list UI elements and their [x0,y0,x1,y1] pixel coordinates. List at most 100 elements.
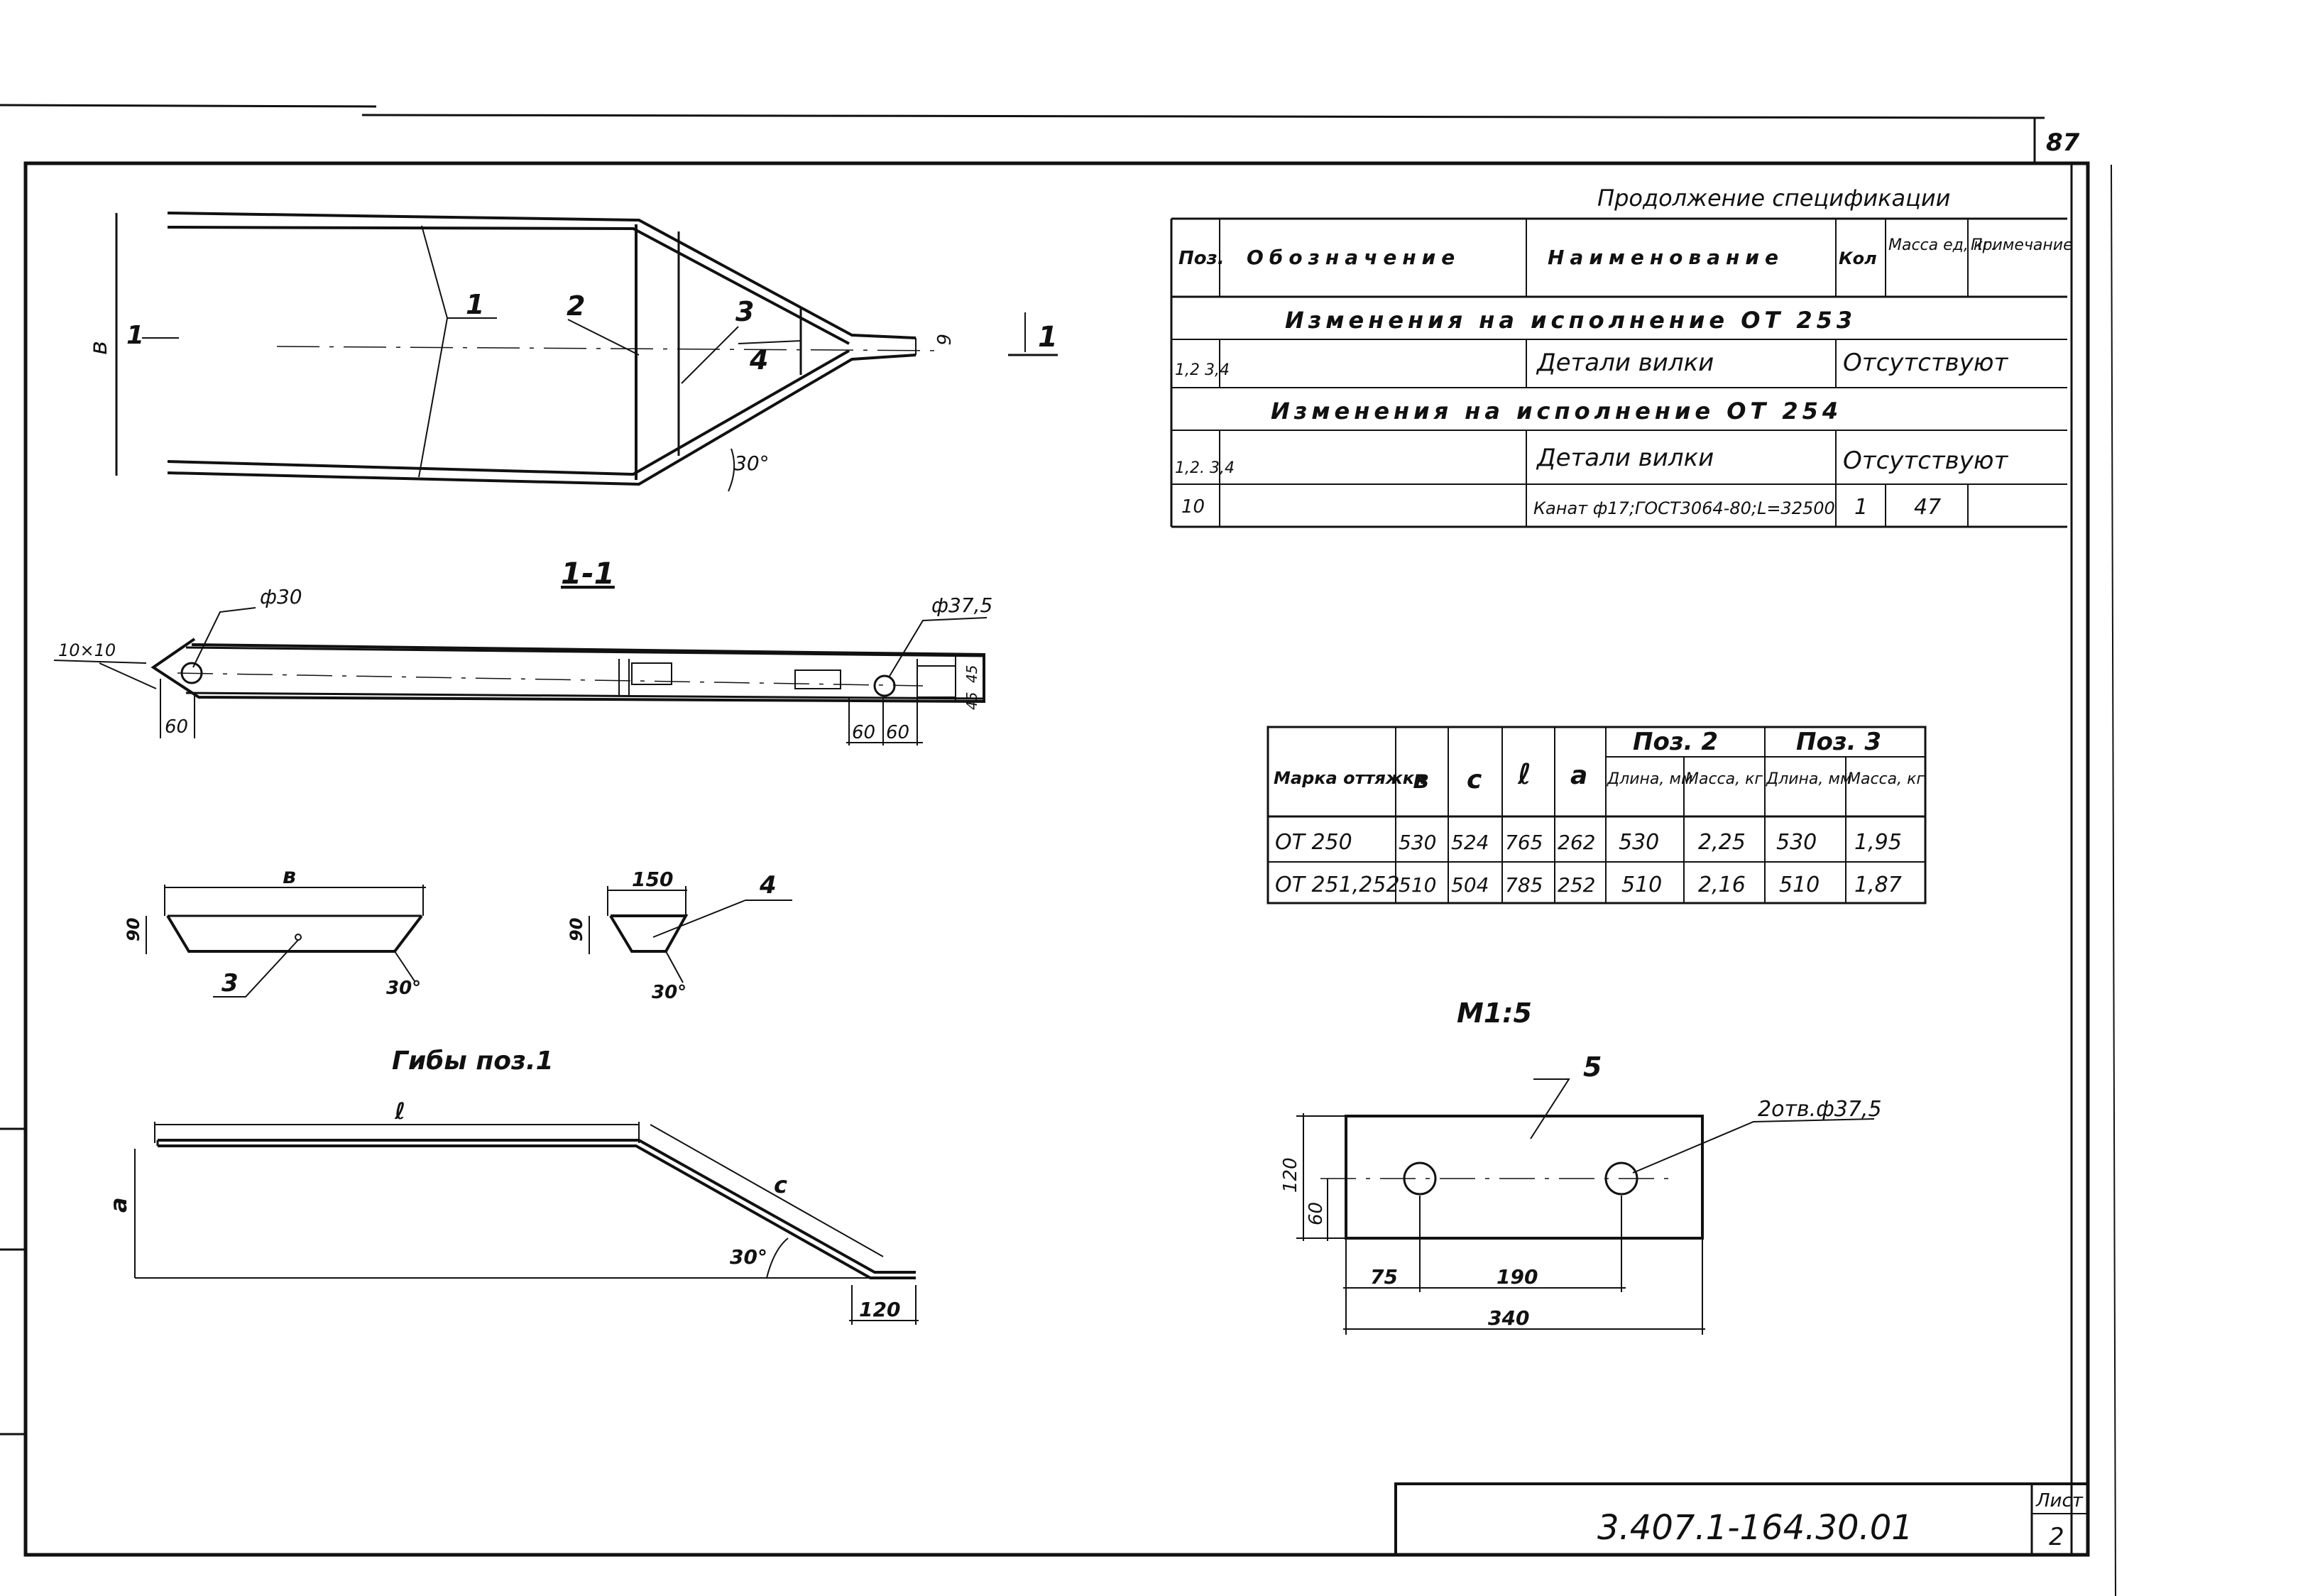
spec-row-name: Детали вилки [1536,349,1714,377]
t2-sub-mass-2: Масса, кг [1685,770,1763,788]
dim-6-label: 6 [932,334,953,346]
chamfer-label: 10×10 [58,640,116,660]
section-view-drawing [53,607,987,745]
pos-label-4: 4 [749,344,768,376]
spec-row-qty: 1 [1854,495,1868,520]
plate-dim-60: 60 [1306,1202,1327,1225]
bends-dim-a: а [105,1197,132,1213]
t2-cell: 530 [1776,830,1817,855]
part4-pos: 4 [759,871,777,900]
t2-cell: 530 [1399,831,1436,854]
sheet-frame [0,104,2116,1596]
t2-cell: 524 [1451,831,1489,854]
t2-cell: 2,25 [1698,830,1746,855]
part4-drawing [589,886,792,983]
t2-cell: ОТ 251,252 [1275,873,1400,897]
part3-drawing [146,885,426,998]
hole1-label: ф30 [260,585,302,608]
t2-cell: ОТ 250 [1275,830,1352,855]
t2-cell: 510 [1779,873,1820,897]
plate-dim-190: 190 [1497,1265,1538,1289]
t2-cell: 262 [1558,831,1595,854]
spec-header-note: Примечание [1971,236,2073,254]
dim-45b-label: 45 [963,665,980,683]
t2-group-pos2: Поз. 2 [1633,728,1718,756]
angle-label: 30° [734,452,770,475]
part3-angle: 30° [386,978,421,999]
bends-dim-l: ℓ [394,1098,405,1125]
bends-dim-c: с [774,1171,787,1198]
t2-cell: 1,95 [1854,830,1902,855]
dim-60-right: 60 [886,722,909,743]
t2-header-c: с [1467,765,1482,794]
t2-header-a: а [1570,761,1587,790]
t2-cell: 2,16 [1698,873,1746,897]
t2-cell: 252 [1558,873,1595,897]
plate-holes-label: 2отв.ф37,5 [1758,1097,1882,1122]
t2-header-l: ℓ [1517,758,1531,791]
bends-title: Гибы поз.1 [392,1046,554,1076]
spec-table [1170,217,2067,528]
spec-row-pos: 10 [1181,496,1205,518]
t2-cell: 1,87 [1854,873,1902,897]
title-block [1394,1482,2088,1555]
spec-title: Продолжение спецификации [1597,185,1950,212]
t2-header-marka: Марка оттяжки [1274,768,1426,788]
part3-pos: 3 [221,969,239,998]
page-number: 87 [2046,129,2080,157]
plate-scale: М1:5 [1457,998,1532,1029]
drawing-designation: 3.407.1-164.30.01 [1597,1508,1913,1548]
section-mark-right: 1 [1038,321,1058,354]
part4-angle: 30° [652,982,686,1003]
spec-section-heading-2: Изменения на исполнение ОТ 254 [1271,398,1842,425]
pos-label-3: 3 [735,296,754,327]
part3-dim-b: в [283,864,296,889]
t2-cell: 510 [1399,873,1436,897]
plate-dim-340: 340 [1488,1306,1529,1330]
top-view-drawing [115,212,1058,492]
part4-dim-90: 90 [567,918,586,941]
dim-45-label: 45 [963,692,980,710]
spec-header-pos: Поз. [1178,248,1225,269]
section-mark-left: 1 [126,321,144,350]
plate-drawing [1296,1078,1875,1335]
dim-60-left: 60 [165,716,188,738]
t2-cell: 765 [1505,831,1543,854]
spec-header-qty: Кол [1839,248,1877,268]
hole2-label: ф37,5 [931,594,992,617]
spec-row-name: Детали вилки [1536,444,1714,472]
t2-header-b: в [1413,765,1429,794]
t2-row-2: ОТ 251,252 510 504 785 252 510 2,16 510 … [1275,873,1902,897]
plate-pos: 5 [1583,1051,1602,1083]
t2-sub-mass-3: Масса, кг [1847,770,1925,788]
sheet-label: Лист [2035,1490,2084,1512]
spec-header-designation: Обозначение [1247,246,1460,269]
t2-cell: 510 [1621,873,1662,897]
dim-b-label: в [84,341,113,355]
spec-section-heading-1: Изменения на исполнение ОТ 253 [1285,307,1856,334]
pos-label-1: 1 [466,289,484,320]
t2-row-1: ОТ 250 530 524 765 262 530 2,25 530 1,95 [1275,830,1902,855]
t2-group-pos3: Поз. 3 [1796,728,1881,756]
sheet-number: 2 [2049,1523,2064,1551]
spec-row-qty: Отсутствуют [1843,447,2008,475]
spec-row-pos: 1,2. 3,4 [1175,459,1235,477]
part4-dim-150: 150 [632,868,673,891]
plate-dim-120: 120 [1280,1157,1301,1193]
spec-row-pos: 1,2 3,4 [1175,361,1230,379]
bends-dim-120: 120 [859,1298,900,1321]
spec-row-mass: 47 [1914,495,1941,520]
bends-drawing [134,1122,919,1325]
t2-sub-length-3: Длина, мм [1766,770,1852,788]
dim-60-mid: 60 [852,722,875,743]
spec-row-qty: Отсутствуют [1843,349,2008,377]
spec-row-name: Канат ф17;ГОСТ3064-80;L=32500 [1533,498,1835,518]
spec-header-name: Наименование [1548,246,1784,269]
part3-dim-90: 90 [124,918,143,941]
t2-sub-length-2: Длина, мм [1607,770,1693,788]
dimension-table [1266,726,1927,904]
plate-dim-75: 75 [1370,1265,1398,1289]
pos-label-2: 2 [567,290,585,322]
section-title: 1-1 [561,556,615,591]
